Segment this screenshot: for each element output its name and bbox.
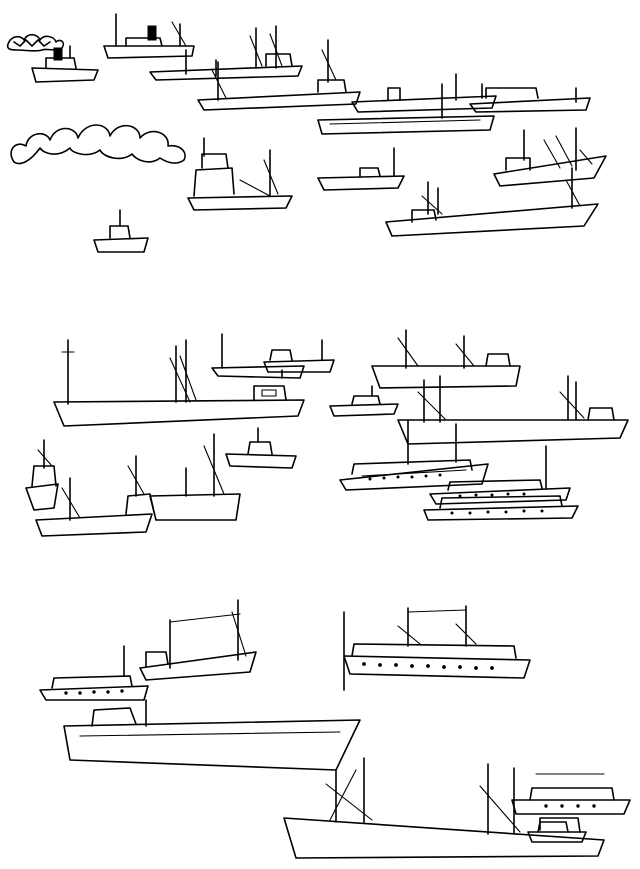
ship-freighter-3 [149,433,241,521]
ship-liner-bottom [511,773,631,815]
ship-tanker-1 [351,73,497,113]
ship-tug-mid [225,427,297,469]
ship-freighter-2 [397,375,629,445]
ship-tug-bottom [527,821,587,843]
ship-freighter-large [283,757,605,859]
ship-cargo-cranes [53,339,305,427]
ship-cargo-long-1 [149,25,303,81]
ship-bow-left [25,439,59,511]
ship-group-middle [25,329,629,537]
ship-group-top [6,13,607,253]
ship-steamer-small [31,45,99,83]
ship-boat-small-1 [317,147,405,191]
ship-tug-small [93,209,149,253]
ship-steamer-funnel [103,13,195,59]
smoke-scribble [6,33,65,52]
ship-cargo-right [385,167,599,237]
ship-patrol-1 [263,339,335,373]
ship-cargo-long-2 [197,39,361,111]
ship-tanker-2 [469,87,591,113]
ship-passenger-small [39,645,149,701]
ship-liner-1 [339,419,489,491]
ship-hull-large [63,699,361,771]
ship-liner-large [343,605,531,691]
ship-group-bottom [39,599,631,859]
ship-liner-3 [423,495,579,521]
ship-liner-2 [429,445,571,505]
ship-freighter-1 [371,329,521,389]
ship-cargo-bridge [139,599,257,681]
ship-boat-small-3 [329,385,399,417]
ship-flat-long [317,83,495,135]
ship-rigged-right [493,127,607,187]
smoke-cloud [10,124,186,165]
ship-tug-smoke [187,137,293,211]
